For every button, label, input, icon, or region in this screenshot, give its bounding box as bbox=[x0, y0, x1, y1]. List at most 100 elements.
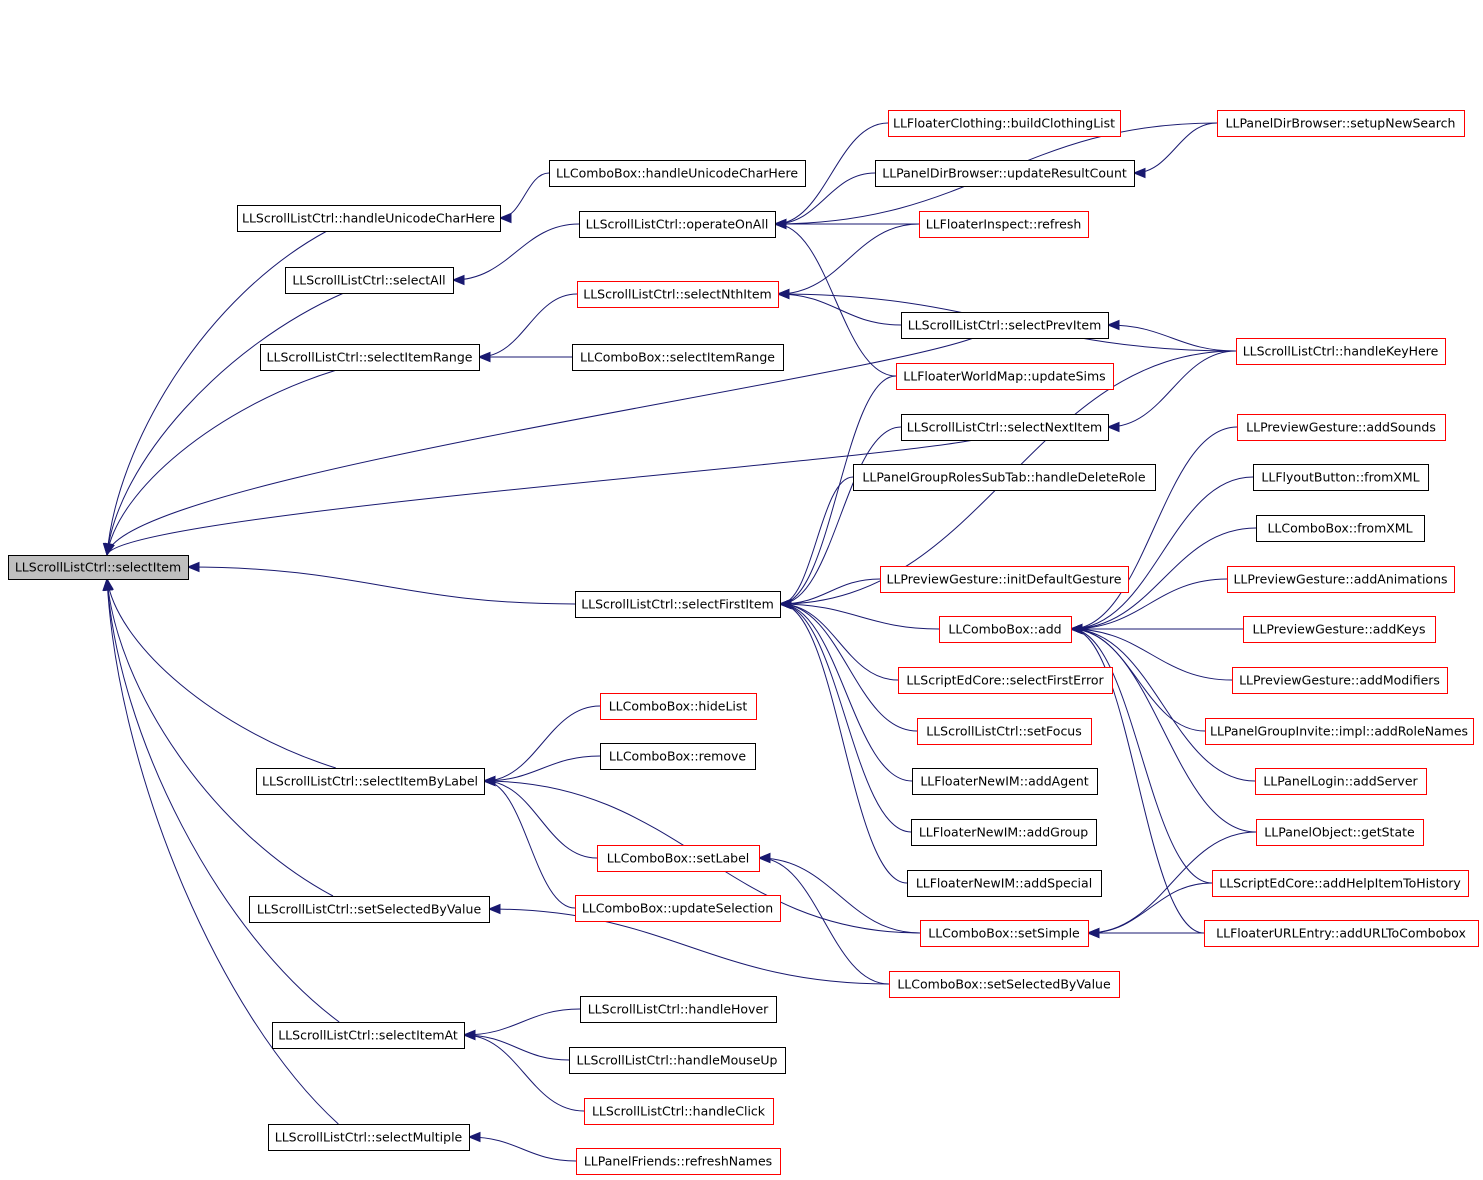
node-operate-on-all[interactable]: LLScrollListCtrl::operateOnAll bbox=[579, 211, 776, 238]
node-select-multiple[interactable]: LLScrollListCtrl::selectMultiple bbox=[268, 1124, 470, 1151]
node-label: LLFloaterURLEntry::addURLToCombobox bbox=[1216, 926, 1466, 941]
node-combo-set-label[interactable]: LLComboBox::setLabel bbox=[597, 845, 760, 872]
node-label: LLPanelGroupInvite::impl::addRoleNames bbox=[1210, 724, 1468, 739]
edge-handle-hover-to-select-item-at bbox=[463, 1008, 581, 1036]
node-box bbox=[237, 205, 501, 232]
node-add-role-names[interactable]: LLPanelGroupInvite::impl::addRoleNames bbox=[1205, 718, 1474, 745]
node-select-first-error[interactable]: LLScriptEdCore::selectFirstError bbox=[898, 667, 1113, 694]
node-combo-add[interactable]: LLComboBox::add bbox=[939, 616, 1072, 643]
node-add-help-item-to-history[interactable]: LLScriptEdCore::addHelpItemToHistory bbox=[1212, 870, 1469, 897]
edge-arrowhead bbox=[186, 561, 200, 573]
node-add-url-to-combobox[interactable]: LLFloaterURLEntry::addURLToCombobox bbox=[1204, 920, 1479, 947]
node-combo-remove[interactable]: LLComboBox::remove bbox=[600, 743, 756, 770]
edge-arrowhead bbox=[776, 288, 790, 300]
node-handle-delete-role[interactable]: LLPanelGroupRolesSubTab::handleDeleteRol… bbox=[853, 464, 1156, 491]
edge-combo-add-to-select-first-item bbox=[779, 603, 940, 630]
edge-add-help-item-to-history-to-combo-set-simple bbox=[1087, 882, 1213, 934]
node-add-animations[interactable]: LLPreviewGesture::addAnimations bbox=[1227, 566, 1455, 593]
node-combo-update-selection[interactable]: LLComboBox::updateSelection bbox=[575, 895, 781, 922]
node-select-item-at[interactable]: LLScrollListCtrl::selectItemAt bbox=[272, 1022, 465, 1049]
node-combo-from-xml[interactable]: LLComboBox::fromXML bbox=[1256, 515, 1425, 542]
node-set-focus[interactable]: LLScrollListCtrl::setFocus bbox=[917, 718, 1092, 745]
edge-arrowhead bbox=[104, 542, 115, 557]
node-combo-handle-unicode-char-here[interactable]: LLComboBox::handleUnicodeCharHere bbox=[549, 160, 806, 187]
node-label: LLScrollListCtrl::selectItemAt bbox=[278, 1028, 458, 1043]
node-box bbox=[901, 414, 1109, 441]
edge-combo-set-label-to-select-item-by-label bbox=[483, 780, 598, 859]
node-world-map-update-sims[interactable]: LLFloaterWorldMap::updateSims bbox=[896, 363, 1114, 390]
node-update-result-count[interactable]: LLPanelDirBrowser::updateResultCount bbox=[875, 160, 1135, 187]
node-handle-unicode-char-here[interactable]: LLScrollListCtrl::handleUnicodeCharHere bbox=[237, 205, 501, 232]
node-label: LLScrollListCtrl::selectItem bbox=[15, 560, 181, 575]
edge-world-map-update-sims-to-operate-on-all bbox=[774, 223, 897, 377]
node-combo-hide-list[interactable]: LLComboBox::hideList bbox=[600, 693, 757, 720]
node-setup-new-search[interactable]: LLPanelDirBrowser::setupNewSearch bbox=[1217, 110, 1465, 137]
node-flyout-from-xml[interactable]: LLFlyoutButton::fromXML bbox=[1253, 464, 1429, 491]
edge-add-agent-to-select-first-item bbox=[779, 603, 913, 782]
node-label: LLComboBox::setLabel bbox=[607, 851, 750, 866]
edge-world-map-update-sims-to-select-first-item bbox=[779, 375, 897, 605]
node-select-next-item[interactable]: LLScrollListCtrl::selectNextItem bbox=[901, 414, 1109, 441]
node-label: LLComboBox::selectItemRange bbox=[580, 350, 775, 365]
node-handle-click[interactable]: LLScrollListCtrl::handleClick bbox=[584, 1098, 774, 1125]
node-add-keys[interactable]: LLPreviewGesture::addKeys bbox=[1243, 616, 1436, 643]
edge-combo-handle-unicode-char-here-to-handle-unicode-char-here bbox=[499, 172, 550, 219]
node-handle-hover[interactable]: LLScrollListCtrl::handleHover bbox=[580, 996, 777, 1023]
node-box bbox=[875, 160, 1135, 187]
node-combo-select-item-range[interactable]: LLComboBox::selectItemRange bbox=[572, 344, 784, 371]
node-select-all[interactable]: LLScrollListCtrl::selectAll bbox=[285, 267, 454, 294]
edge-handle-key-here-to-select-prev-item bbox=[1107, 324, 1237, 352]
node-label: LLComboBox::fromXML bbox=[1267, 521, 1412, 536]
edge-combo-set-selected-by-value-to-set-selected-by-value bbox=[488, 908, 890, 985]
node-select-prev-item[interactable]: LLScrollListCtrl::selectPrevItem bbox=[901, 312, 1109, 339]
edge-arrowhead bbox=[778, 598, 792, 610]
node-add-group[interactable]: LLFloaterNewIM::addGroup bbox=[911, 819, 1097, 846]
edge-arrowhead bbox=[1132, 167, 1146, 179]
edge-select-item-range-to-select-item bbox=[106, 369, 337, 556]
node-select-item-range[interactable]: LLScrollListCtrl::selectItemRange bbox=[260, 344, 480, 371]
edge-select-next-item-to-select-item bbox=[106, 439, 974, 556]
node-add-agent[interactable]: LLFloaterNewIM::addAgent bbox=[912, 768, 1098, 795]
node-add-special[interactable]: LLFloaterNewIM::addSpecial bbox=[907, 870, 1102, 897]
node-box bbox=[549, 160, 806, 187]
node-handle-key-here[interactable]: LLScrollListCtrl::handleKeyHere bbox=[1236, 338, 1446, 365]
node-label: LLFloaterInspect::refresh bbox=[926, 217, 1082, 232]
node-combo-set-simple[interactable]: LLComboBox::setSimple bbox=[920, 920, 1089, 947]
node-box bbox=[1256, 819, 1424, 846]
node-box bbox=[577, 281, 779, 308]
edge-handle-mouse-up-to-select-item-at bbox=[463, 1034, 570, 1061]
edge-operate-on-all-to-select-all bbox=[452, 223, 580, 281]
node-label: LLScrollListCtrl::handleClick bbox=[592, 1104, 766, 1119]
node-box bbox=[1237, 414, 1446, 441]
node-add-modifiers[interactable]: LLPreviewGesture::addModifiers bbox=[1232, 667, 1448, 694]
node-box bbox=[1205, 718, 1474, 745]
node-select-first-item[interactable]: LLScrollListCtrl::selectFirstItem bbox=[575, 591, 781, 618]
node-add-sounds[interactable]: LLPreviewGesture::addSounds bbox=[1237, 414, 1446, 441]
node-select-item[interactable]: LLScrollListCtrl::selectItem bbox=[8, 555, 189, 580]
edges-layer bbox=[102, 122, 1257, 1162]
node-label: LLScrollListCtrl::handleHover bbox=[588, 1002, 769, 1017]
edge-set-selected-by-value-to-select-item bbox=[106, 578, 334, 897]
node-box bbox=[1256, 515, 1425, 542]
node-handle-mouse-up[interactable]: LLScrollListCtrl::handleMouseUp bbox=[569, 1047, 786, 1074]
edge-arrowhead bbox=[477, 351, 491, 363]
node-get-state[interactable]: LLPanelObject::getState bbox=[1256, 819, 1424, 846]
node-init-default-gesture[interactable]: LLPreviewGesture::initDefaultGesture bbox=[880, 566, 1129, 593]
node-select-nth-item[interactable]: LLScrollListCtrl::selectNthItem bbox=[577, 281, 779, 308]
node-build-clothing-list[interactable]: LLFloaterClothing::buildClothingList bbox=[888, 110, 1121, 137]
node-friends-refresh-names[interactable]: LLPanelFriends::refreshNames bbox=[576, 1148, 781, 1175]
node-set-selected-by-value[interactable]: LLScrollListCtrl::setSelectedByValue bbox=[249, 896, 490, 923]
node-inspect-refresh[interactable]: LLFloaterInspect::refresh bbox=[919, 211, 1089, 238]
node-box bbox=[880, 566, 1129, 593]
node-add-server[interactable]: LLPanelLogin::addServer bbox=[1255, 768, 1427, 795]
node-box bbox=[260, 344, 480, 371]
node-box bbox=[853, 464, 1156, 491]
edge-select-next-item-to-select-first-item bbox=[779, 426, 902, 605]
node-label: LLScrollListCtrl::handleMouseUp bbox=[577, 1053, 778, 1068]
node-select-item-by-label[interactable]: LLScrollListCtrl::selectItemByLabel bbox=[256, 768, 485, 795]
node-label: LLScrollListCtrl::selectItemRange bbox=[267, 350, 473, 365]
node-combo-set-selected-by-value[interactable]: LLComboBox::setSelectedByValue bbox=[889, 971, 1120, 998]
node-label: LLPanelLogin::addServer bbox=[1263, 774, 1418, 789]
edge-set-focus-to-select-first-item bbox=[779, 603, 918, 732]
node-label: LLScrollListCtrl::setFocus bbox=[926, 724, 1082, 739]
